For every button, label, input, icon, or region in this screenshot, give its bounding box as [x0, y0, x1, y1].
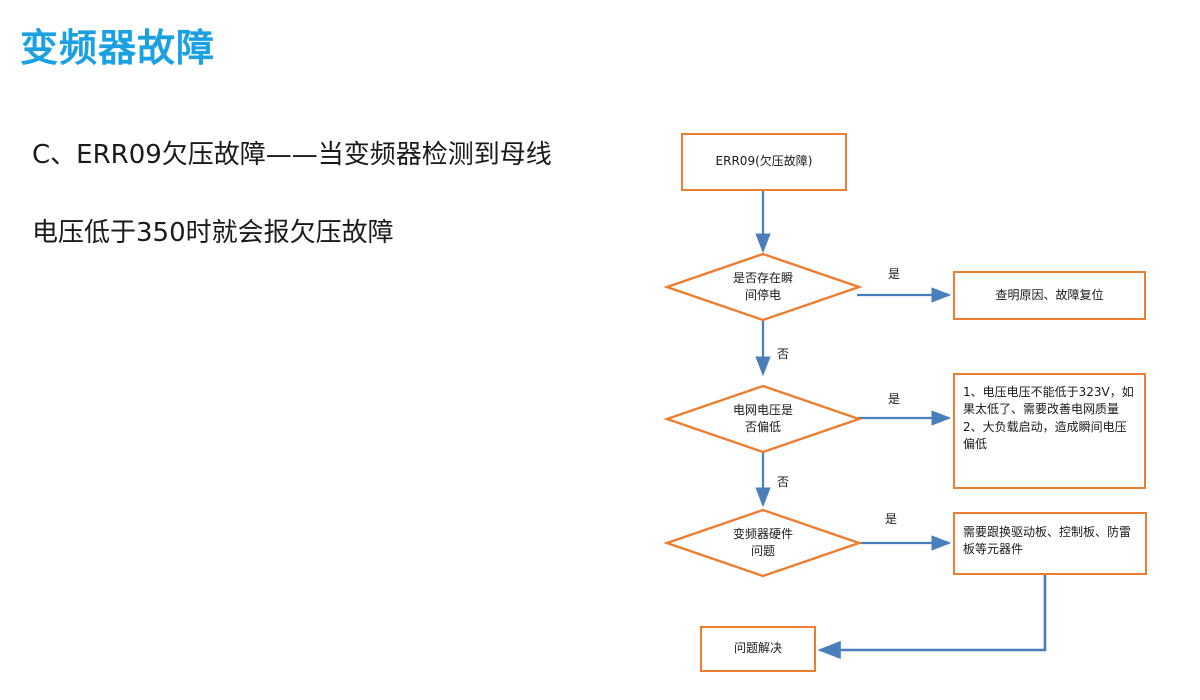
flow-node-start-label: ERR09(欠压故障) [715, 154, 813, 169]
edge-label-yes-2: 是 [888, 392, 901, 406]
diamond-outline-icon [663, 508, 863, 578]
flow-node-action-3[interactable]: 需要跟换驱动板、控制板、防雷板等元器件 [953, 512, 1147, 575]
flow-node-decision-1[interactable]: 是否存在瞬 间停电 [663, 252, 863, 322]
flow-node-decision-3-label: 变频器硬件 问题 [732, 527, 793, 558]
flow-node-decision-1-label: 是否存在瞬 间停电 [732, 271, 793, 302]
flow-node-end[interactable]: 问题解决 [700, 626, 816, 672]
page-title: 变频器故障 [20, 26, 216, 70]
flow-node-end-label: 问题解决 [733, 641, 782, 656]
body-text-line-2: 电压低于350时就会报欠压故障 [32, 218, 394, 248]
edge-label-no-2: 否 [777, 475, 790, 489]
flow-node-action-2-label: 1、电压电压不能低于323V，如果太低了、需要改善电网质量 2、大负载启动，造成… [963, 385, 1134, 452]
flow-node-action-1-label: 查明原因、故障复位 [995, 287, 1104, 302]
flow-node-decision-2-label: 电网电压是 否偏低 [732, 403, 793, 434]
edge-label-yes-3: 是 [885, 512, 898, 526]
diamond-outline-icon [663, 252, 863, 322]
flow-node-action-1[interactable]: 查明原因、故障复位 [953, 271, 1146, 320]
edge-label-no-1: 否 [777, 347, 790, 361]
flow-node-action-2[interactable]: 1、电压电压不能低于323V，如果太低了、需要改善电网质量 2、大负载启动，造成… [953, 373, 1146, 489]
flow-node-decision-3[interactable]: 变频器硬件 问题 [663, 508, 863, 578]
flow-node-action-3-label: 需要跟换驱动板、控制板、防雷板等元器件 [963, 525, 1132, 557]
body-text-line-1: C、ERR09欠压故障——当变频器检测到母线 [32, 140, 552, 170]
flow-node-start[interactable]: ERR09(欠压故障) [681, 133, 847, 191]
connector-a3-to-end [817, 575, 1047, 660]
edge-label-yes-1: 是 [888, 267, 901, 281]
diamond-outline-icon [663, 384, 863, 454]
flow-node-decision-2[interactable]: 电网电压是 否偏低 [663, 384, 863, 454]
